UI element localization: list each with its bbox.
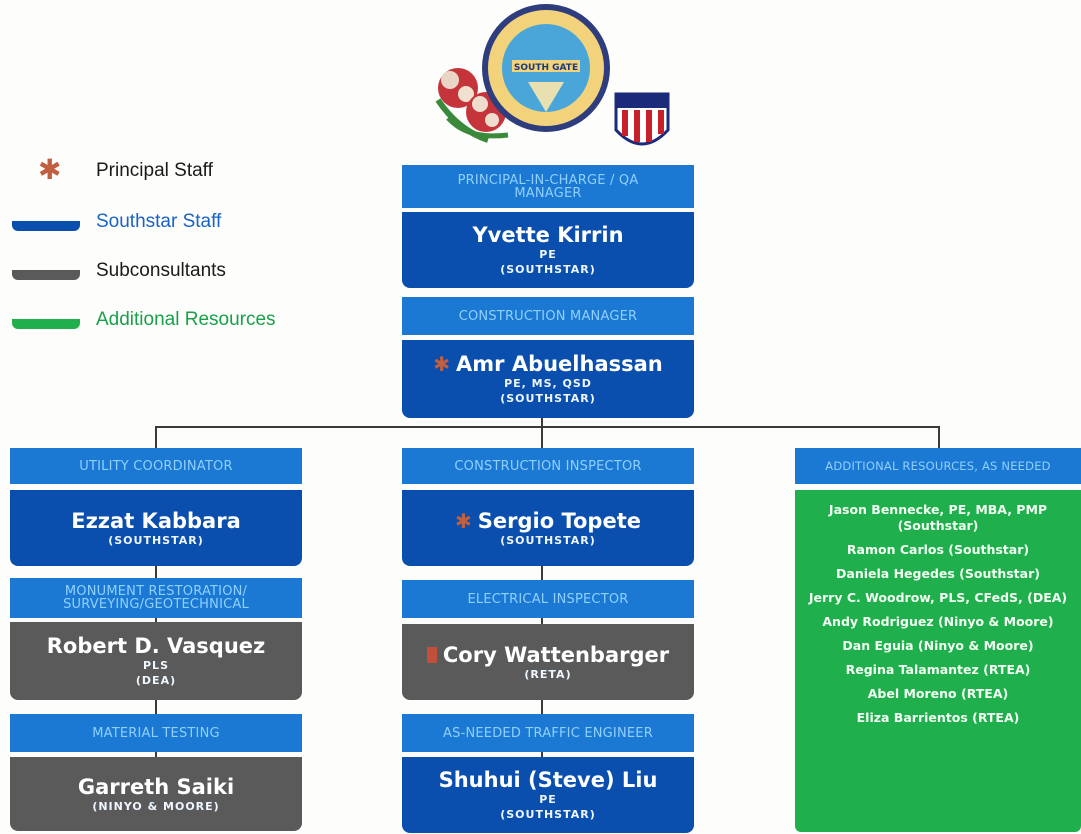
material-box: Garreth Saiki (NINYO & MOORE) [10, 757, 302, 831]
principal-org: (SOUTHSTAR) [500, 263, 596, 276]
principal-title: PRINCIPAL-IN-CHARGE / QA MANAGER [402, 165, 694, 208]
electrical-name: Cory Wattenbarger [442, 642, 670, 667]
additional-item: Regina Talamantez (RTEA) [845, 662, 1031, 677]
cm-name-row: ✱Amr Abuelhassan [433, 352, 662, 376]
city-seal-logo: SOUTH GATE [428, 0, 678, 158]
additional-item: Eliza Barrientos (RTEA) [856, 710, 1020, 725]
legend-label-additional: Additional Resources [96, 309, 276, 330]
additional-item: Daniela Hegedes (Southstar) [836, 566, 1040, 581]
additional-item: Jason Bennecke, PE, MBA, PMP (Southstar) [828, 502, 1048, 533]
legend-label-subconsultants: Subconsultants [96, 260, 226, 281]
subconsultant-swatch [12, 270, 80, 280]
inspector-name-row: ✱Sergio Topete [455, 509, 641, 533]
principal-star-icon: ✱ [455, 508, 472, 533]
electrical-title: ELECTRICAL INSPECTOR [402, 580, 694, 618]
utility-name: Ezzat Kabbara [71, 508, 241, 533]
inspector-org: (SOUTHSTAR) [500, 533, 596, 547]
traffic-name: Shuhui (Steve) Liu [438, 768, 658, 792]
monument-org: (DEA) [135, 674, 177, 687]
seal-center-text: SOUTH GATE [514, 63, 578, 73]
cm-box: ✱Amr Abuelhassan PE, MS, QSD (SOUTHSTAR) [402, 340, 694, 418]
inspector-box: ✱Sergio Topete (SOUTHSTAR) [402, 490, 694, 566]
monument-box: Robert D. Vasquez PLS (DEA) [10, 622, 302, 700]
principal-star-icon: ✱ [38, 153, 62, 186]
all-america-city-shield-icon [614, 92, 670, 146]
monument-name: Robert D. Vasquez [46, 634, 266, 658]
carnation-icon [435, 68, 509, 143]
additional-item: Jerry C. Woodrow, PLS, CFedS, (DEA) [808, 590, 1068, 605]
utility-box: Ezzat Kabbara (SOUTHSTAR) [10, 490, 302, 566]
traffic-cred: PE [539, 793, 557, 806]
material-title: MATERIAL TESTING [10, 714, 302, 752]
cm-name: Amr Abuelhassan [456, 352, 663, 376]
additional-item: Dan Eguia (Ninyo & Moore) [842, 638, 1034, 653]
additional-item: Ramon Carlos (Southstar) [846, 542, 1030, 557]
cm-cred: PE, MS, QSD [504, 377, 592, 390]
inspector-name: Sergio Topete [477, 508, 641, 533]
principal-cred: PE [539, 248, 557, 261]
additional-item: Andy Rodriguez (Ninyo & Moore) [822, 614, 1054, 629]
left-drop-connector [155, 426, 157, 448]
traffic-org: (SOUTHSTAR) [500, 808, 596, 821]
principal-star-icon: ✱ [433, 352, 451, 376]
electrical-box: Cory Wattenbarger (RETA) [402, 624, 694, 700]
square-marker-icon [426, 646, 437, 663]
electrical-org: (RETA) [524, 667, 572, 681]
monument-cred: PLS [143, 659, 169, 672]
electrical-name-row: Cory Wattenbarger [426, 642, 670, 667]
material-name: Garreth Saiki [77, 774, 235, 799]
center-drop-connector [541, 418, 543, 448]
right-drop-connector [938, 426, 940, 448]
traffic-box: Shuhui (Steve) Liu PE (SOUTHSTAR) [402, 757, 694, 833]
additional-item: Abel Moreno (RTEA) [867, 686, 1009, 701]
southstar-swatch [12, 221, 80, 231]
utility-title: UTILITY COORDINATOR [10, 448, 302, 484]
principal-name: Yvette Kirrin [472, 223, 624, 247]
cm-title: CONSTRUCTION MANAGER [402, 297, 694, 335]
monument-title: MONUMENT RESTORATION/ SURVEYING/GEOTECHN… [10, 578, 302, 618]
traffic-title: AS-NEEDED TRAFFIC ENGINEER [402, 714, 694, 752]
legend-label-southstar: Southstar Staff [96, 211, 222, 232]
additional-swatch [12, 319, 80, 329]
inspector-title: CONSTRUCTION INSPECTOR [402, 448, 694, 484]
additional-box: Jason Bennecke, PE, MBA, PMP (Southstar)… [795, 490, 1081, 832]
legend-subconsultants: Subconsultants [12, 260, 226, 284]
legend-additional-resources: Additional Resources [12, 309, 276, 333]
cm-org: (SOUTHSTAR) [500, 392, 596, 405]
additional-title: ADDITIONAL RESOURCES, AS NEEDED [795, 448, 1081, 484]
principal-box: Yvette Kirrin PE (SOUTHSTAR) [402, 212, 694, 288]
utility-org: (SOUTHSTAR) [108, 533, 204, 547]
legend-southstar-staff: Southstar Staff [12, 211, 221, 235]
material-org: (NINYO & MOORE) [92, 799, 220, 813]
legend-label-principal: Principal Staff [96, 160, 213, 181]
main-horizontal-connector [155, 426, 940, 428]
